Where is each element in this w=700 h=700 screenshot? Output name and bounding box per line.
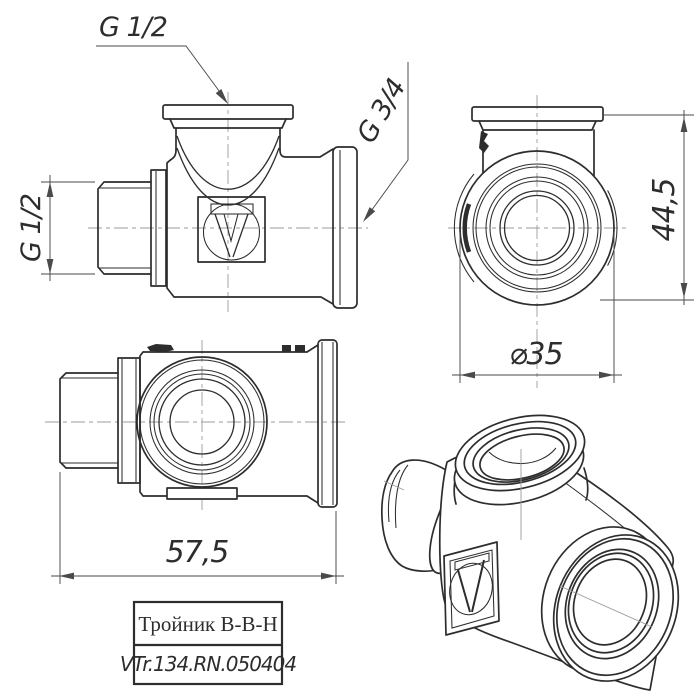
- logo-v-icon: [214, 213, 249, 258]
- top-thread-label: G 1/2: [99, 12, 167, 43]
- logo-plate-frame: [197, 196, 266, 263]
- part-name: Тройник В-В-Н: [138, 612, 277, 636]
- left-thread-label: G 1/2: [16, 194, 47, 262]
- dim-arrowhead-icon: [599, 371, 614, 379]
- end-flange-outer-circle: [459, 150, 615, 306]
- clip-block: [282, 345, 291, 352]
- end-bore-circle: [503, 194, 571, 262]
- end-ring-circle: [475, 166, 599, 290]
- end-left-thread-band: [462, 203, 472, 253]
- front-right-flange: [332, 146, 358, 309]
- length-dim-label: 57,5: [166, 535, 229, 570]
- iso-side-bore: [572, 558, 648, 646]
- front-top-flange: [162, 104, 294, 120]
- front-male-thread: [97, 181, 152, 275]
- end-neck-walls: [482, 129, 595, 177]
- part-code: VTr.134.RN.050404: [120, 652, 296, 676]
- top-clip-mark-right: [282, 345, 305, 352]
- clip-block: [295, 345, 305, 352]
- top-view: [45, 339, 348, 514]
- front-saddle-curve-outer: [176, 135, 280, 190]
- iso-logo-t-bar: [454, 552, 490, 571]
- top-right-flange-lines: [321, 342, 334, 505]
- top-thread-leader-line: [96, 45, 226, 100]
- top-port-thread-circle: [158, 378, 246, 466]
- end-view: [448, 95, 628, 388]
- iso-logo-v-icon: [457, 559, 485, 613]
- front-body-right-outline: [279, 148, 334, 158]
- front-saddle-curve-inner: [176, 147, 280, 206]
- right-thread-leader-line: [365, 62, 409, 219]
- iso-view: [380, 414, 680, 691]
- iso-side-port: [540, 526, 680, 682]
- top-port-ring-circle: [139, 359, 265, 485]
- end-right-edge-arc: [607, 190, 618, 266]
- dim-arrowhead-icon: [680, 283, 688, 298]
- diameter-dim-lines: [452, 232, 622, 383]
- front-logo-plate: [197, 196, 266, 263]
- top-logo-plate-edge: [166, 487, 238, 500]
- title-block: Тройник В-В-Н VTr.134.RN.050404: [120, 600, 297, 686]
- iso-logo-plate-inner: [449, 549, 495, 629]
- iso-centerlines: [383, 449, 653, 628]
- top-clip-mark-left: [147, 344, 174, 352]
- iso-male-thread-lines: [387, 464, 409, 529]
- top-collar-lines: [121, 359, 137, 482]
- iso-top-port: [453, 414, 586, 506]
- front-view: [88, 92, 368, 312]
- iso-logo-plate-frame: [443, 541, 500, 636]
- top-male-thread-root-lines: [61, 377, 118, 464]
- front-top-flange-skirt: [169, 118, 287, 129]
- end-ring-circle: [472, 163, 602, 293]
- end-thread-circle: [499, 190, 575, 266]
- front-collar: [150, 169, 167, 287]
- height-dim-label: 44,5: [647, 179, 682, 242]
- end-ring-circle: [489, 180, 585, 276]
- end-top-flange-skirt: [478, 120, 597, 131]
- top-port-outer-circle: [136, 356, 268, 488]
- top-port-bore-circle: [169, 389, 235, 455]
- iso-top-bore-curve: [488, 447, 557, 465]
- top-right-flange: [317, 339, 338, 508]
- end-top-flange: [471, 106, 604, 122]
- front-male-thread-root-lines: [99, 187, 151, 269]
- right-thread-label: G 3/4: [351, 74, 412, 148]
- top-male-thread: [59, 372, 119, 469]
- logo-circle: [202, 203, 261, 261]
- end-left-edge-arc: [453, 173, 475, 283]
- dim-arrowhead-icon: [46, 182, 54, 197]
- dim-arrowhead-icon: [321, 572, 336, 580]
- logo-t-stem: [223, 213, 239, 244]
- top-body-outline: [139, 344, 319, 504]
- leader-arrowhead-icon: [215, 89, 228, 104]
- iso-top-bore: [479, 433, 565, 481]
- end-ring-circle: [485, 176, 589, 280]
- top-port-ring-circle: [153, 373, 251, 471]
- end-clip-mark: [479, 131, 489, 153]
- end-view-annotations: 44,5 ⌀35: [452, 110, 694, 383]
- front-body-left-outline: [166, 149, 334, 305]
- dim-arrowhead-icon: [460, 371, 475, 379]
- diameter-dim-label: ⌀35: [509, 337, 562, 372]
- length-dim-lines: [51, 472, 344, 584]
- top-port-ring-circle: [149, 369, 255, 475]
- dim-arrowhead-icon: [46, 259, 54, 274]
- top-view-annotations: 57,5: [51, 472, 344, 584]
- title-block-border: [132, 600, 284, 686]
- iso-logo-plate: [443, 541, 500, 636]
- dim-arrowhead-icon: [59, 572, 74, 580]
- leader-arrowhead-icon: [363, 207, 376, 222]
- logo-t-bar: [210, 203, 254, 215]
- dim-arrowhead-icon: [680, 117, 688, 132]
- height-dim-lines: [600, 110, 694, 305]
